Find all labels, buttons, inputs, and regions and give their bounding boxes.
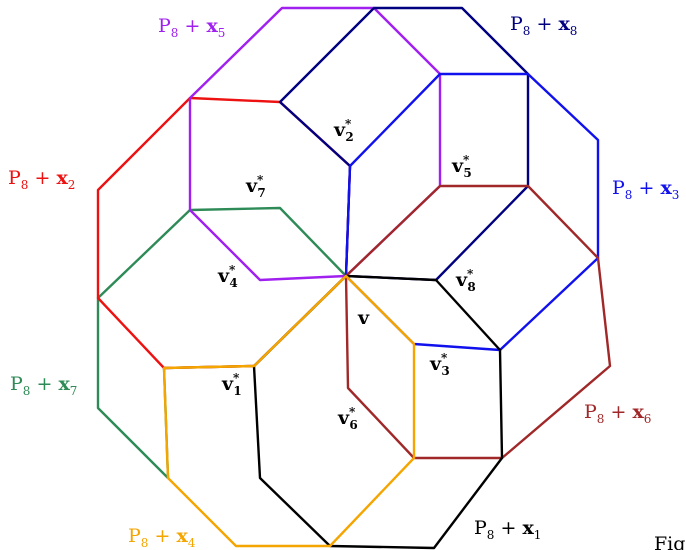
vertex-label-v: v — [357, 307, 370, 329]
vertex-label-v8: v*8 — [455, 267, 476, 294]
label-p8-x2: P8 + x2 — [8, 167, 75, 192]
octagon-x6 — [344, 184, 612, 460]
caption-fragment: Fig — [654, 533, 685, 550]
label-p8-x8: P8 + x8 — [510, 13, 577, 38]
octagon-x2 — [96, 96, 352, 370]
label-p8-x4: P8 + x4 — [128, 525, 196, 550]
label-p8-x3: P8 + x3 — [612, 177, 679, 202]
vertex-label-v5: v*5 — [451, 153, 472, 180]
label-p8-x5: P8 + x5 — [158, 15, 225, 40]
octagon-translates — [96, 6, 612, 550]
octagon-x5 — [188, 6, 442, 282]
vertex-label-v3: v*3 — [429, 351, 450, 378]
octagon-x3 — [344, 72, 600, 352]
label-p8-x7: P8 + x7 — [10, 373, 77, 398]
label-p8-x6: P8 + x6 — [584, 401, 651, 426]
vertex-label-v6: v*6 — [337, 405, 358, 432]
octagon-x7 — [96, 206, 348, 480]
vertex-label-v4: v*4 — [217, 263, 238, 290]
octagon-x4 — [162, 274, 416, 548]
octagon-x8 — [278, 6, 530, 282]
vertex-label-v1: v*1 — [221, 371, 242, 398]
vertex-label-v2: v*2 — [333, 117, 354, 144]
octagon-x1 — [252, 274, 504, 550]
label-p8-x1: P8 + x1 — [474, 517, 541, 542]
vertex-label-v7: v*7 — [245, 173, 266, 200]
